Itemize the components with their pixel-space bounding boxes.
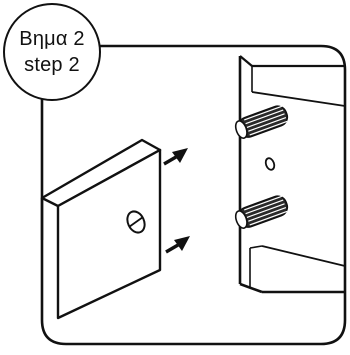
step-label-english: step 2 [24,54,80,76]
arrow-icon [165,236,190,254]
dowel-icon [234,105,289,139]
frame [40,44,347,346]
cabinet-side-icon [238,55,346,294]
panel-icon [40,138,162,320]
cam-lock-icon [126,210,146,234]
step-badge: Βημα 2 step 2 [3,3,101,101]
arrow-icon [163,148,188,166]
dowel-icon [234,195,289,229]
step-label-greek: Βημα 2 [19,28,85,50]
